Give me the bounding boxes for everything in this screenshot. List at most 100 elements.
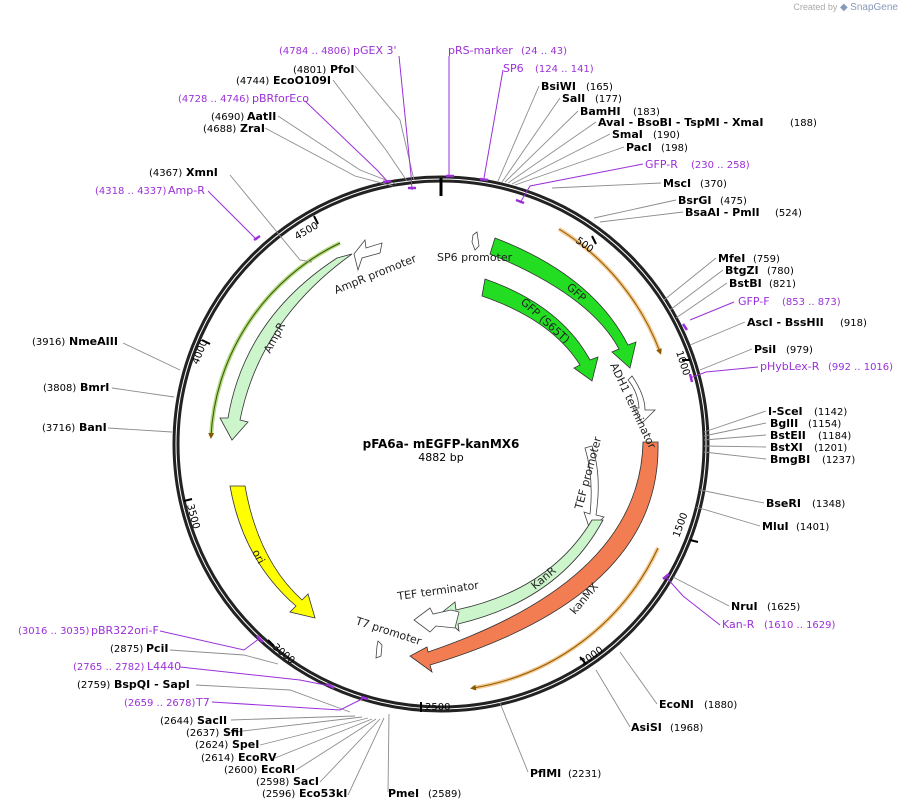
site-pos-bsrgi: (475)	[720, 196, 747, 207]
feature-adh1-terminator[interactable]	[627, 375, 656, 424]
feature-gfp-s65t[interactable]	[481, 278, 599, 382]
site-pos-saci: (2598)	[256, 777, 289, 788]
primer-range-pgex3: (4784 .. 4806)	[279, 46, 351, 57]
site-spei: SpeI	[232, 738, 259, 751]
feature-gfp[interactable]	[489, 237, 637, 369]
site-pos-pfoi: (4801)	[293, 65, 326, 76]
primer-kan-r: Kan-R	[722, 618, 755, 631]
site-pos-i-scei: (1142)	[814, 407, 847, 418]
site-aatii: AatII	[247, 110, 276, 123]
site-mfei: MfeI	[718, 252, 745, 265]
feature-label-sp6-promoter: SP6 promoter	[437, 251, 513, 264]
primer-pgex3: pGEX 3'	[353, 44, 397, 57]
site-ecori: EcoRI	[261, 763, 295, 776]
feature-tef-promoter[interactable]	[583, 445, 605, 531]
feature-t7-promoter[interactable]	[375, 640, 383, 659]
site-pfoi: PfoI	[330, 63, 355, 76]
primer-range-gfp-r: (230 .. 258)	[691, 160, 750, 171]
site-pos-bmgbi: (1237)	[822, 455, 855, 466]
site-pos-spei: (2624)	[195, 740, 228, 751]
site-bstxi: BstXI	[770, 441, 803, 454]
feature-label-ori: ori	[249, 547, 267, 566]
site-pos-paci: (198)	[661, 143, 688, 154]
primer-prs-marker: pRS-marker	[448, 44, 513, 57]
primer-l4440: L4440	[147, 660, 181, 673]
tick-mark-1500	[689, 539, 699, 543]
site-bmgbi: BmgBI	[770, 453, 810, 466]
feature-tef-terminator[interactable]	[413, 607, 460, 633]
plasmid-length: 4882 bp	[418, 451, 463, 464]
site-pos-sacii: (2644)	[160, 716, 193, 727]
site-i-scei: I-SceI	[768, 405, 803, 418]
site-pos-bsteii: (1184)	[818, 431, 851, 442]
primer-range-pbr322ori-f: (3016 .. 3035)	[18, 626, 90, 637]
site-avai-group: AvaI - BsoBI - TspMI - XmaI	[598, 116, 763, 129]
feature-sp6-promoter[interactable]	[471, 231, 480, 251]
site-pcii: PciI	[146, 642, 168, 655]
tick-mark-500	[591, 235, 597, 245]
primer-pbrforeco: pBRforEco	[252, 92, 309, 105]
tick-2500: 2500	[425, 702, 450, 713]
site-zrai: ZraI	[240, 122, 265, 135]
primer-range-phyblex-r: (992 .. 1016)	[828, 362, 893, 373]
site-ecorv: EcoRV	[238, 751, 277, 764]
site-eco53ki: Eco53kI	[299, 787, 347, 800]
site-pos-bmri: (3808)	[43, 383, 76, 394]
site-bsteii: BstEII	[770, 429, 806, 442]
snapgene-logo-icon: ◆	[839, 2, 848, 13]
site-pos-bsiwi: (165)	[586, 82, 613, 93]
primer-range-kan-r: (1610 .. 1629)	[764, 620, 836, 631]
site-pos-ecoo109i: (4744)	[236, 76, 269, 87]
primer-gfp-f: GFP-F	[738, 295, 770, 308]
primer-mark-t7	[360, 695, 369, 701]
primer-mark-phyblex-r	[688, 373, 694, 383]
site-paci: PacI	[626, 141, 652, 154]
primer-leader-lines	[159, 55, 759, 711]
site-bamhi: BamHI	[580, 105, 621, 118]
site-saci: SacI	[293, 775, 319, 788]
site-pos-bseri: (1348)	[812, 499, 845, 510]
feature-kanmx[interactable]	[409, 441, 659, 674]
site-pos-nmeaiii: (3916)	[32, 337, 65, 348]
primer-mark-amp-r	[253, 234, 261, 242]
tick-mark-3500	[183, 498, 193, 502]
primer-gfp-r: GFP-R	[645, 158, 678, 171]
feature-label-adh1-terminator: ADH1 terminator	[607, 361, 658, 451]
credit-text: Created by	[793, 2, 838, 12]
tick-mark-4000	[201, 339, 211, 345]
site-pos-msci: (370)	[700, 179, 727, 190]
site-ecoo109i: EcoO109I	[273, 74, 331, 87]
site-pos-aatii: (4690)	[211, 112, 244, 123]
site-pos-smai: (190)	[653, 130, 680, 141]
site-pos-mfei: (759)	[753, 254, 780, 265]
site-pos-xmni: (4367)	[149, 168, 182, 179]
site-bsaai-pmli: BsaAI - PmlI	[685, 206, 760, 219]
primer-sp6: SP6	[503, 62, 524, 75]
site-asci-bsshii: AscI - BssHII	[747, 316, 824, 329]
site-pos-nrui: (1625)	[767, 602, 800, 613]
primer-range-gfp-f: (853 .. 873)	[782, 297, 841, 308]
tick-mark-4500	[313, 215, 319, 225]
site-pflmi: PflMI	[530, 767, 561, 780]
site-pos-sfii: (2637)	[186, 728, 219, 739]
site-pos-bstbi: (821)	[769, 279, 796, 290]
feature-ampr[interactable]	[219, 253, 353, 441]
site-mlui: MluI	[762, 520, 789, 533]
site-sfii: SfiI	[223, 726, 243, 739]
site-econi: EcoNI	[659, 698, 694, 711]
site-pos-bamhi: (183)	[633, 107, 660, 118]
feature-ampr-promoter[interactable]	[353, 238, 383, 272]
plasmid-name: pFA6a- mEGFP-kanMX6	[363, 437, 520, 451]
orf-arc-amp-line	[208, 242, 341, 439]
feature-ori[interactable]	[229, 485, 316, 619]
site-pos-sali: (177)	[595, 94, 622, 105]
primer-range-amp-r: (4318 .. 4337)	[95, 186, 167, 197]
site-smai: SmaI	[612, 128, 643, 141]
site-pos-eco53ki: (2596)	[262, 789, 295, 800]
site-pos-bani: (3716)	[42, 423, 75, 434]
site-pos-pmei: (2589)	[428, 789, 461, 800]
primer-mark-pbrforeco	[382, 179, 392, 184]
site-nrui: NruI	[731, 600, 758, 613]
credit-brand: SnapGene	[850, 2, 898, 13]
site-sacii: SacII	[197, 714, 227, 727]
